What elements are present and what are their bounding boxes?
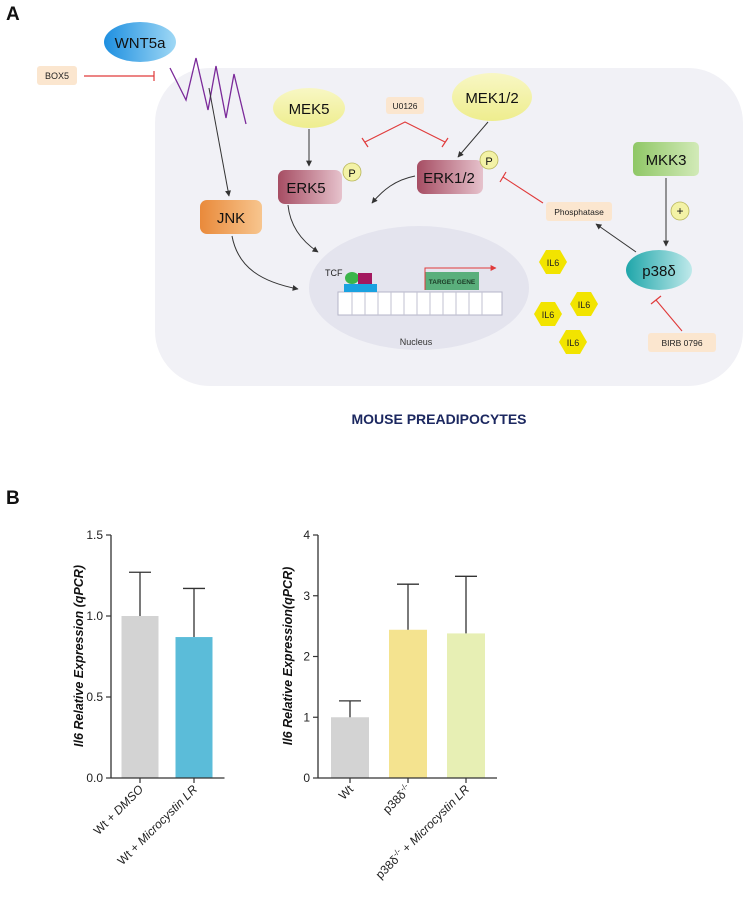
mek5-node: [273, 88, 345, 128]
x-tick-label: Wt: [336, 782, 357, 803]
il6-label: IL6: [547, 258, 560, 268]
tcf-label: TCF: [325, 268, 343, 278]
tcf-protein: [345, 272, 359, 284]
birb-label: BIRB 0796: [661, 338, 702, 348]
y-tick-label: 1: [303, 710, 310, 724]
panel-b-label: B: [6, 488, 20, 509]
u0126-label: U0126: [392, 101, 417, 111]
erk12-phospho-label: P: [485, 156, 492, 168]
bar: [121, 616, 159, 778]
y-tick-label: 1.5: [86, 528, 103, 542]
error-bar: [183, 587, 205, 638]
panel-a-label: A: [6, 4, 20, 25]
nucleus-label: Nucleus: [400, 337, 433, 347]
arrow-erk5-nucleus: [287, 204, 319, 253]
mek12-label: MEK1/2: [465, 90, 518, 107]
il6-hexagon: [534, 302, 562, 326]
il6-label: IL6: [578, 300, 591, 310]
error-bar: [397, 583, 419, 630]
arrow-mek12-erk12: [457, 121, 489, 158]
x-tick-label: Wt + DMSO: [91, 782, 146, 837]
phosphatase-inhibition-bar: [499, 171, 507, 183]
wnt5a-ligand: [104, 22, 176, 62]
y-tick-label: 2: [303, 650, 310, 664]
error-bar: [455, 575, 477, 634]
erk12-label: ERK1/2: [423, 170, 475, 187]
bar: [175, 637, 213, 778]
diagram-title: MOUSE PREADIPOCYTES: [351, 411, 526, 427]
target-gene-label: TARGET GENE: [429, 279, 476, 286]
cofactor-protein: [358, 273, 372, 284]
jnk-label: JNK: [217, 210, 245, 227]
bar: [389, 629, 427, 778]
erk5-phospho-label: P: [348, 168, 355, 180]
u0126-bar-mek12: [441, 137, 449, 148]
il6-hexagon: [539, 250, 567, 274]
il6-label: IL6: [542, 310, 555, 320]
y-tick-label: 0.5: [86, 690, 103, 704]
error-bar: [129, 571, 151, 616]
erk12-node: [417, 160, 483, 194]
mkk3-label: MKK3: [646, 152, 687, 169]
birb-inhibition-line: [655, 299, 683, 332]
arrow-p38d-phosphatase: [595, 223, 637, 253]
x-tick-label: p38δ-/-: [379, 781, 414, 816]
il6-hexagon: [570, 292, 598, 316]
birb-inhibition-bar: [650, 295, 662, 305]
erk5-label: ERK5: [286, 180, 325, 197]
mek12-node: [452, 73, 532, 121]
wnt5a-label: WNT5a: [115, 35, 166, 52]
x-tick-label: p38δ-/- + Microcystin LR: [372, 781, 472, 881]
bar: [331, 717, 369, 778]
erk12-phospho: [479, 150, 499, 170]
nucleus: [309, 226, 529, 350]
arrow-erk12-nucleus: [371, 175, 416, 204]
mkk3-node: [633, 142, 699, 176]
dna-strip: [337, 291, 503, 316]
mek5-label: MEK5: [289, 101, 330, 118]
erk5-node: [278, 170, 342, 204]
box5-label: BOX5: [45, 71, 69, 81]
y-tick-label: 4: [303, 528, 310, 542]
il6-label: IL6: [567, 338, 580, 348]
u0126-inhibition-lines: [364, 121, 446, 143]
y-tick-label: 0.0: [86, 771, 103, 785]
bar: [447, 633, 485, 778]
jnk-node: [200, 200, 262, 234]
phosphatase-inhibition-line: [502, 176, 544, 204]
y-tick-label: 1.0: [86, 609, 103, 623]
y-tick-label: 0: [303, 771, 310, 785]
phosphatase-box: [546, 202, 612, 221]
u0126-bar-erk5: [361, 137, 369, 148]
y-axis-label: Il6 Relative Expression(qPCR): [281, 567, 295, 746]
plus-marker: [670, 201, 690, 221]
box5-box: [37, 66, 77, 85]
il6-chart-p38d-knockout: 0 1 2 3 4Wt p38δ-/-p38δ-/- + Microcystin LR Il…: [281, 528, 497, 882]
error-bar: [339, 700, 361, 718]
phosphatase-label: Phosphatase: [554, 207, 604, 217]
birb-box: [648, 333, 716, 352]
arrow-receptor-jnk: [208, 87, 231, 197]
y-axis-label: Il6 Relative Expression (qPCR): [72, 565, 86, 747]
il6-cluster: IL6 IL6 IL6 IL6: [534, 250, 598, 354]
target-gene-box: [425, 272, 479, 290]
arrow-jnk-nucleus: [231, 235, 299, 291]
transcription-arrow: [424, 265, 497, 290]
p38d-label: p38δ: [642, 263, 675, 280]
tcf-binding-site: [344, 284, 377, 292]
p38d-node: [626, 250, 692, 290]
il6-hexagon: [559, 330, 587, 354]
receptor-coil: [169, 57, 247, 125]
erk5-phospho: [342, 162, 362, 182]
y-tick-label: 3: [303, 589, 310, 603]
plus-label: +: [676, 204, 683, 218]
activation-arrows: [208, 87, 669, 291]
u0126-box: [386, 97, 424, 114]
